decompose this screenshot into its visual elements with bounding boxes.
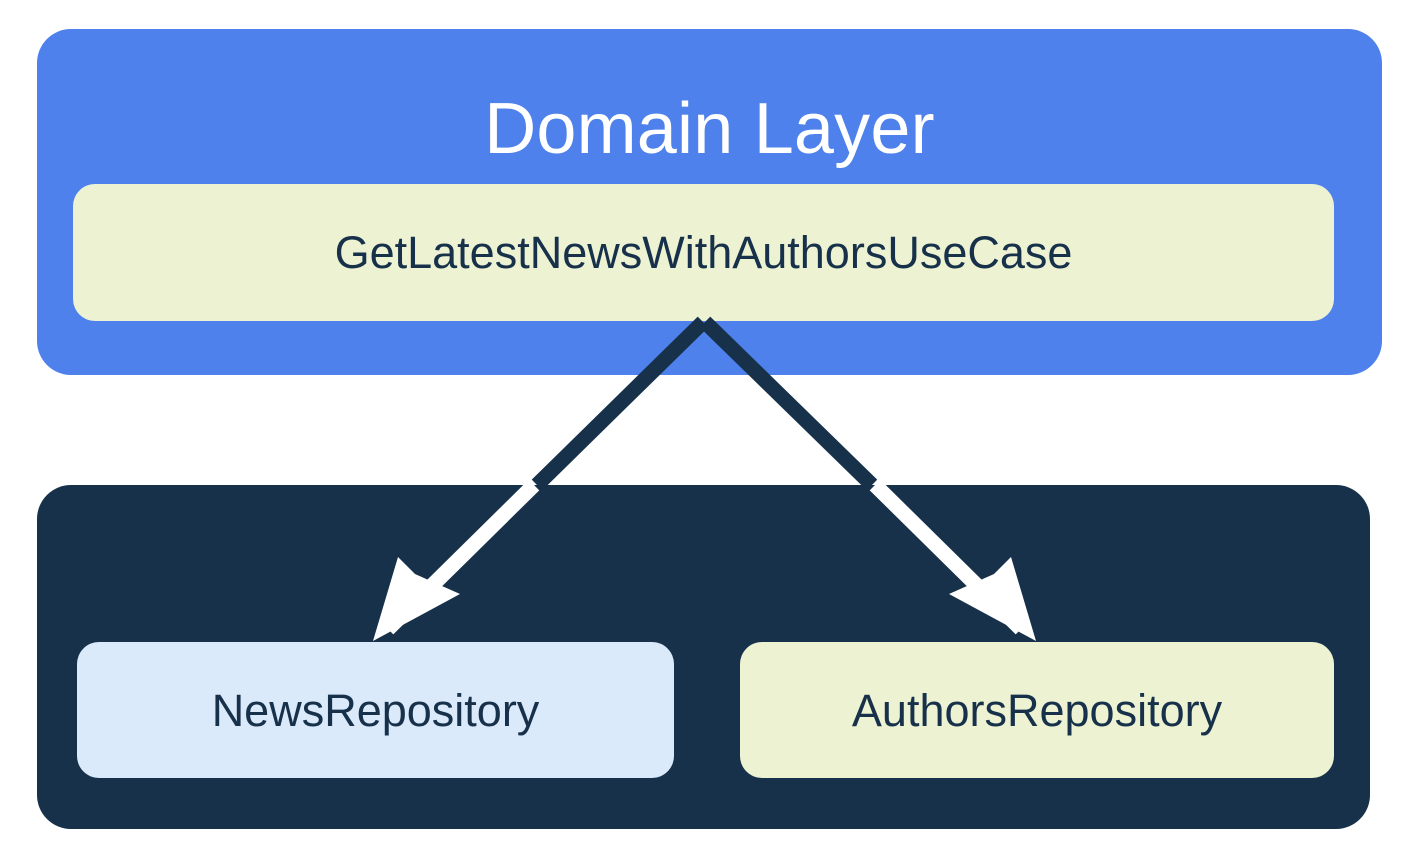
component-card-newsrepository[interactable]: NewsRepository (77, 642, 674, 778)
component-card-getlatestnewswithauthorsusecase[interactable]: GetLatestNewsWithAuthorsUseCase (73, 184, 1334, 321)
authors-repository-card-label: AuthorsRepository (851, 684, 1223, 736)
usecase-card-label: GetLatestNewsWithAuthorsUseCase (334, 227, 1073, 278)
component-card-authorsrepository[interactable]: AuthorsRepository (740, 642, 1334, 778)
news-repository-card-label: NewsRepository (211, 684, 540, 736)
domain-layer-title: Domain Layer (484, 89, 935, 169)
